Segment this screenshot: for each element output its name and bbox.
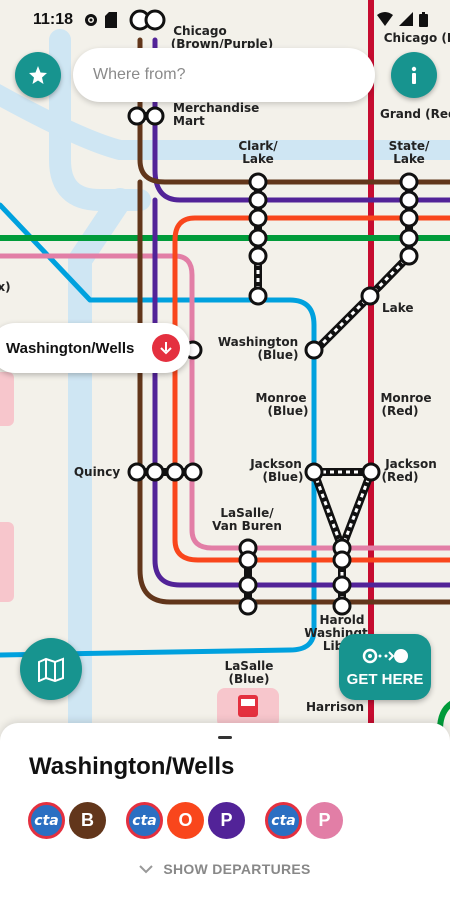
status-bar: 11:18: [0, 0, 450, 40]
blue-line: [0, 202, 317, 658]
label-chicago-red: Chicago (Re: [384, 31, 450, 45]
purple-line: [152, 37, 450, 588]
sheet-station-title: Washington/Wells: [29, 753, 235, 780]
selected-station-callout[interactable]: Washington/Wells: [0, 323, 190, 373]
cta-logo: cta: [28, 802, 65, 839]
pink-line: [0, 253, 450, 551]
state-lake-transfer: [312, 178, 413, 354]
chevron-down-icon: [139, 864, 154, 873]
label-monroe-blue: Monroe(Blue): [255, 391, 308, 418]
download-arrow-icon[interactable]: [152, 334, 180, 362]
orange-line: [172, 215, 450, 563]
favorites-button[interactable]: [15, 52, 61, 98]
label-harrison: Harrison: [306, 700, 364, 714]
label-lasalle-vanburen: LaSalle/Van Buren: [212, 506, 282, 533]
get-here-label: GET HERE: [346, 670, 424, 688]
label-washington-blue: Washington(Blue): [218, 335, 299, 362]
map-view-button[interactable]: [20, 638, 82, 700]
label-jackson-red: Jackson(Red): [382, 457, 437, 484]
show-departures-label: SHOW DEPARTURES: [163, 861, 311, 877]
line-badges: cta B cta O P cta P: [28, 802, 363, 839]
station-area-marker: [0, 372, 14, 426]
line-badge-brown: B: [69, 802, 106, 839]
sparkle-star-icon: [29, 66, 47, 84]
label-grand-red: Grand (Red: [380, 107, 450, 121]
label-quincy: Quincy: [74, 465, 121, 479]
line-badge-purple: P: [208, 802, 245, 839]
line-badge-orange: O: [167, 802, 204, 839]
cta-logo: cta: [265, 802, 302, 839]
info-button[interactable]: [391, 52, 437, 98]
line-badge-pink: P: [306, 802, 343, 839]
bus-stop-icon[interactable]: [217, 688, 279, 728]
line-group[interactable]: cta O P: [126, 802, 249, 839]
river: [0, 29, 450, 900]
sheet-drag-handle[interactable]: [218, 736, 232, 739]
info-icon: [411, 66, 417, 84]
station-markers[interactable]: [127, 9, 419, 616]
label-lasalle-blue: LaSalle(Blue): [225, 659, 274, 686]
cta-logo: cta: [126, 802, 163, 839]
wifi-icon: [377, 12, 393, 26]
label-left-edge: x): [0, 280, 11, 294]
search-bar[interactable]: [73, 48, 375, 102]
label-monroe-red: Monroe(Red): [380, 391, 431, 418]
brown-line: [137, 37, 450, 605]
label-state-lake: State/Lake: [389, 139, 430, 166]
show-departures-button[interactable]: SHOW DEPARTURES: [0, 861, 450, 877]
signal-icon: [399, 12, 413, 26]
battery-icon: [419, 12, 428, 27]
line-group[interactable]: cta B: [28, 802, 110, 839]
sim-card-icon: [105, 12, 118, 28]
status-time: 11:18: [33, 11, 74, 28]
callout-station-name: Washington/Wells: [6, 339, 135, 357]
settings-icon: [85, 14, 98, 26]
station-bottom-sheet[interactable]: Washington/Wells cta B cta O P cta P SHO…: [0, 723, 450, 900]
line-group[interactable]: cta P: [265, 802, 347, 839]
label-lake: Lake: [382, 301, 414, 315]
map-icon: [38, 657, 64, 682]
search-input[interactable]: [91, 65, 355, 85]
label-chicago-bp: Chicago(Brown/Purple): [171, 24, 273, 51]
label-jackson-blue: Jackson(Blue): [249, 457, 303, 484]
station-area-marker-2: [0, 522, 14, 602]
label-clark-lake: Clark/Lake: [238, 139, 278, 166]
get-here-button[interactable]: GET HERE: [339, 634, 431, 700]
route-icon: [362, 648, 408, 663]
